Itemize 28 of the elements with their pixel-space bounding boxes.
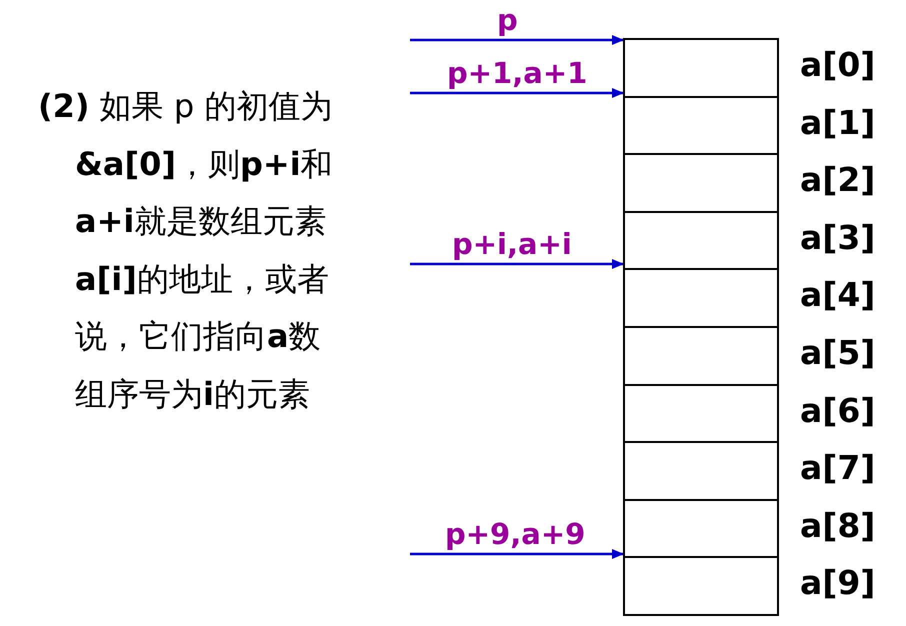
array-cell [623, 153, 779, 213]
edge-label: p+1,a+1 [447, 59, 588, 88]
array-cell [623, 38, 779, 98]
array-cell [623, 556, 779, 616]
array-cell [623, 326, 779, 386]
array-cell [623, 384, 779, 444]
array-cell [623, 498, 779, 558]
index-label: a[3] [800, 220, 876, 254]
index-label: a[6] [800, 394, 876, 427]
arrow [410, 259, 624, 269]
index-label: a[7] [800, 451, 876, 484]
index-label: a[5] [800, 336, 876, 369]
arrow [410, 35, 624, 45]
array-cell [623, 96, 779, 156]
arrow [410, 549, 624, 559]
index-label: a[8] [800, 508, 876, 542]
edge-label: p+9,a+9 [445, 520, 586, 549]
description-text: (2) 如果 p 的初值为&a[0]，则p+i和a+i就是数组元素a[i]的地址，或者说，它们指向a数组序号为i的元素 [38, 86, 334, 414]
array-cell [623, 210, 779, 270]
index-label: a[4] [800, 278, 876, 312]
index-label: a[0] [800, 48, 876, 81]
array-cell [623, 441, 779, 501]
edge-label: p+i,a+i [452, 230, 572, 259]
index-label: a[1] [800, 106, 876, 139]
arrow [410, 88, 624, 98]
index-label: a[2] [800, 163, 876, 196]
index-label: a[9] [800, 566, 876, 600]
array-cell [623, 268, 779, 328]
